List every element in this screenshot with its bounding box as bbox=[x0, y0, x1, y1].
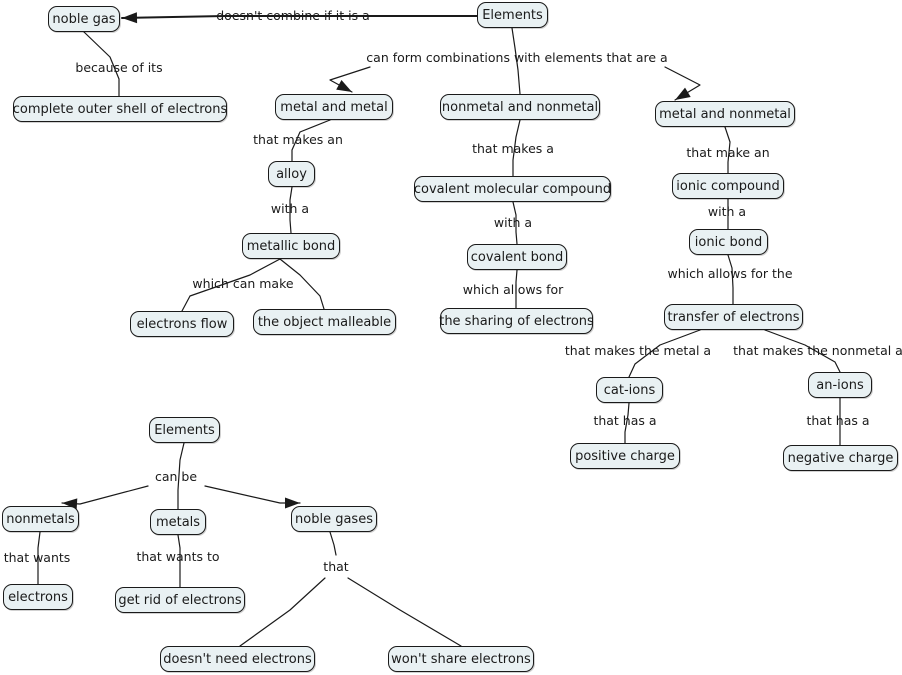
edge-label-that-wants-to: that wants to bbox=[136, 548, 220, 564]
edge-label-can-form-combinations: can form combinations with elements that… bbox=[366, 49, 668, 65]
concept-node-ionic-compound[interactable]: ionic compound bbox=[672, 173, 784, 199]
concept-node-metals[interactable]: metals bbox=[150, 509, 206, 535]
edge-label-which-allows-for: which allows for bbox=[462, 281, 564, 297]
concept-node-label: cat-ions bbox=[603, 382, 656, 398]
concept-node-label: covalent bond bbox=[470, 249, 564, 265]
arrowhead bbox=[675, 87, 691, 100]
concept-node-nonmetal-and-nonmetal[interactable]: nonmetal and nonmetal bbox=[440, 94, 600, 120]
concept-node-label: the sharing of electrons bbox=[439, 313, 594, 329]
concept-node-doesnt-need-electrons[interactable]: doesn't need electrons bbox=[160, 646, 315, 672]
concept-node-nonmetals[interactable]: nonmetals bbox=[2, 506, 79, 532]
edge-label-with-a-covalent: with a bbox=[493, 214, 533, 230]
edge-noble-gases-to-that bbox=[329, 531, 337, 556]
concept-node-positive-charge[interactable]: positive charge bbox=[570, 443, 680, 469]
concept-node-electrons-flow[interactable]: electrons flow bbox=[130, 311, 234, 337]
concept-node-object-malleable[interactable]: the object malleable bbox=[253, 309, 396, 335]
concept-node-ionic-bond[interactable]: ionic bond bbox=[689, 229, 768, 255]
concept-node-noble-gases[interactable]: noble gases bbox=[291, 506, 377, 532]
edge-label-with-a-metallic: with a bbox=[270, 200, 310, 216]
concept-node-transfer-of-electrons[interactable]: transfer of electrons bbox=[664, 304, 803, 330]
concept-node-label: the object malleable bbox=[257, 314, 392, 330]
concept-node-label: an-ions bbox=[816, 377, 864, 393]
concept-node-label: Elements bbox=[482, 7, 543, 23]
concept-node-get-rid-of-electrons[interactable]: get rid of electrons bbox=[115, 587, 245, 613]
edge-label-that-makes-an: that makes an bbox=[253, 131, 343, 147]
concept-node-alloy[interactable]: alloy bbox=[268, 161, 315, 187]
concept-node-an-ions[interactable]: an-ions bbox=[808, 372, 872, 398]
concept-node-covalent-bond[interactable]: covalent bond bbox=[467, 244, 567, 270]
edge-label-because-of-its: because of its bbox=[75, 59, 163, 75]
arrowhead bbox=[122, 12, 138, 24]
edge-label-can-be: can be bbox=[154, 468, 198, 484]
concept-node-covalent-compound[interactable]: covalent molecular compound bbox=[414, 176, 611, 202]
concept-node-label: positive charge bbox=[575, 448, 675, 464]
edge-that-to-doesnt-need bbox=[239, 577, 326, 647]
concept-node-complete-outer-shell[interactable]: complete outer shell of electrons bbox=[13, 96, 227, 122]
concept-node-label: transfer of electrons bbox=[667, 309, 800, 325]
concept-node-wont-share-electrons[interactable]: won't share electrons bbox=[388, 646, 534, 672]
concept-node-electrons[interactable]: electrons bbox=[3, 584, 73, 610]
concept-node-label: Elements bbox=[154, 422, 215, 438]
edge-label-that-has-a-an: that has a bbox=[806, 412, 870, 428]
concept-node-label: electrons bbox=[8, 589, 68, 605]
edge-can-be-to-nonmetals bbox=[61, 485, 149, 510]
concept-node-metallic-bond[interactable]: metallic bond bbox=[242, 233, 340, 259]
concept-node-label: negative charge bbox=[787, 450, 894, 466]
concept-node-label: covalent molecular compound bbox=[413, 181, 612, 197]
concept-node-metal-and-metal[interactable]: metal and metal bbox=[275, 94, 393, 120]
edge-label-makes-the-nonmetal-a: that makes the nonmetal a bbox=[733, 342, 902, 358]
concept-node-label: metal and nonmetal bbox=[659, 106, 791, 122]
edge-label-that-makes-a: that makes a bbox=[472, 140, 554, 156]
concept-node-label: get rid of electrons bbox=[118, 592, 242, 608]
edge-label-with-a-ionic: with a bbox=[707, 203, 747, 219]
concept-node-elements-bottom[interactable]: Elements bbox=[149, 417, 220, 443]
concept-node-label: electrons flow bbox=[136, 316, 228, 332]
concept-node-label: ionic compound bbox=[676, 178, 780, 194]
edge-label-that-make-an: that make an bbox=[686, 144, 770, 160]
concept-node-sharing-of-electrons[interactable]: the sharing of electrons bbox=[439, 308, 594, 334]
edge-label-which-allows-for-the: which allows for the bbox=[667, 265, 793, 281]
concept-node-label: complete outer shell of electrons bbox=[12, 101, 228, 117]
concept-node-cat-ions[interactable]: cat-ions bbox=[596, 377, 663, 403]
edge-can-be-to-noble-gases bbox=[204, 485, 301, 509]
concept-node-label: noble gas bbox=[52, 11, 116, 27]
edge-label-that-has-a-cat: that has a bbox=[593, 412, 657, 428]
concept-node-negative-charge[interactable]: negative charge bbox=[783, 445, 898, 471]
concept-node-noble-gas[interactable]: noble gas bbox=[48, 6, 120, 32]
edge-label-makes-the-metal-a: that makes the metal a bbox=[564, 342, 712, 358]
edge-label-doesnt-combine: doesn't combine if it is a bbox=[216, 7, 370, 23]
concept-node-label: metals bbox=[155, 514, 201, 530]
edge-label-which-can-make: which can make bbox=[192, 275, 294, 291]
concept-node-label: nonmetal and nonmetal bbox=[441, 99, 599, 115]
edge-label-that: that bbox=[323, 558, 349, 574]
edge-label-that-wants: that wants bbox=[3, 549, 71, 565]
concept-node-metal-and-nonmetal[interactable]: metal and nonmetal bbox=[655, 101, 795, 127]
concept-node-label: alloy bbox=[276, 166, 307, 182]
edge-combinations-to-metal-nonmet bbox=[664, 66, 701, 101]
concept-node-elements-top[interactable]: Elements bbox=[477, 2, 548, 28]
concept-node-label: ionic bond bbox=[694, 234, 763, 250]
concept-node-label: won't share electrons bbox=[391, 651, 531, 667]
edge-combinations-to-metal-metal bbox=[329, 66, 371, 93]
arrowhead bbox=[336, 79, 352, 92]
edge-that-to-wont-share bbox=[347, 577, 462, 647]
concept-node-label: doesn't need electrons bbox=[163, 651, 312, 667]
concept-node-label: metal and metal bbox=[280, 99, 388, 115]
concept-node-label: metallic bond bbox=[246, 238, 336, 254]
concept-node-label: noble gases bbox=[295, 511, 373, 527]
concept-node-label: nonmetals bbox=[6, 511, 75, 527]
